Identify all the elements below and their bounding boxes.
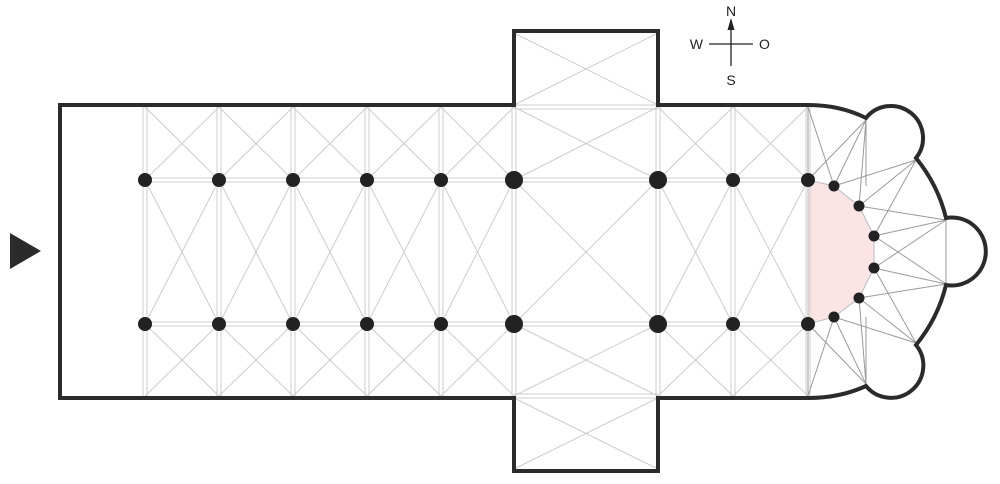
column — [138, 173, 152, 187]
compass-north-label: N — [726, 3, 736, 19]
column — [801, 317, 815, 331]
diagonal-rib — [218, 323, 294, 397]
apse-column — [868, 230, 880, 242]
crossing-pier — [649, 315, 667, 333]
column — [286, 317, 300, 331]
column — [212, 317, 226, 331]
diagonal-rib — [513, 32, 659, 106]
entrance-arrow-icon — [10, 233, 41, 269]
ambulatory-rib — [807, 106, 835, 187]
compass-rose-icon: N S W O — [690, 3, 770, 88]
diagonal-rib — [513, 179, 659, 325]
ambulatory-rib — [807, 119, 867, 181]
apse-column — [868, 262, 880, 274]
compass-west-label: W — [690, 36, 704, 52]
column — [286, 173, 300, 187]
diagonal-rib — [366, 323, 442, 397]
diagonal-rib — [366, 106, 442, 181]
vault-ribs — [142, 32, 811, 470]
diagonal-rib — [292, 179, 368, 325]
crossing-pier — [505, 315, 523, 333]
ambulatory-rib — [873, 159, 917, 237]
diagonal-rib — [657, 323, 734, 397]
column — [360, 173, 374, 187]
column — [726, 317, 740, 331]
column — [801, 173, 815, 187]
ambulatory-rib — [858, 119, 867, 207]
diagonal-rib — [513, 106, 659, 181]
diagonal-rib — [513, 397, 659, 470]
diagonal-rib — [218, 179, 294, 325]
diagonal-rib — [657, 106, 734, 181]
apse-column — [828, 311, 840, 323]
diagonal-rib — [366, 179, 442, 325]
compass-south-label: S — [726, 72, 735, 88]
ambulatory-rib — [833, 316, 867, 385]
ambulatory-rib — [858, 283, 947, 299]
outer-wall — [58, 29, 988, 473]
diagonal-rib — [732, 179, 809, 325]
column — [434, 317, 448, 331]
diagonal-rib — [513, 323, 659, 397]
diagonal-rib — [657, 179, 734, 325]
ambulatory-rib — [858, 205, 947, 221]
ambulatory-rib — [873, 267, 947, 285]
diagonal-rib — [292, 323, 368, 397]
diagonal-rib — [144, 323, 220, 397]
column — [726, 173, 740, 187]
ambulatory-rib — [833, 316, 917, 344]
diagonal-rib — [218, 106, 294, 181]
ambulatory-rib — [858, 297, 917, 344]
apse-column — [828, 180, 840, 192]
diagonal-rib — [732, 106, 809, 181]
column — [360, 317, 374, 331]
compass-east-label: O — [759, 36, 770, 52]
ambulatory-rib — [873, 219, 947, 269]
ambulatory-rib — [873, 267, 917, 344]
columns — [138, 171, 880, 333]
diagonal-rib — [440, 323, 515, 397]
crossing-pier — [505, 171, 523, 189]
crossing-pier — [649, 171, 667, 189]
ambulatory-rib — [807, 316, 835, 397]
ambulatory-rib — [873, 219, 947, 237]
diagonal-rib — [144, 179, 220, 325]
diagonal-rib — [292, 106, 368, 181]
diagonal-rib — [144, 106, 220, 181]
apse-column — [853, 292, 865, 304]
diagonal-rib — [440, 106, 515, 181]
ambulatory-rib — [858, 297, 867, 385]
ambulatory-rib — [807, 323, 867, 385]
column — [138, 317, 152, 331]
ambulatory-rib — [833, 159, 917, 187]
ambulatory-rib — [858, 159, 917, 207]
diagonal-rib — [440, 179, 515, 325]
ambulatory-rib — [873, 235, 947, 285]
ambulatory-ribs — [807, 106, 947, 397]
ambulatory-rib — [833, 119, 867, 187]
apse-column — [853, 200, 865, 212]
column — [434, 173, 448, 187]
diagonal-rib — [732, 323, 809, 397]
column — [212, 173, 226, 187]
